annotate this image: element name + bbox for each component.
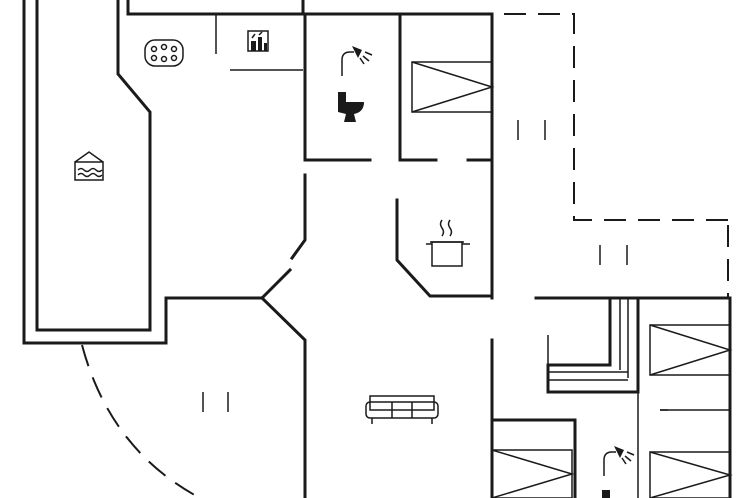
terrace-edge-top — [504, 13, 730, 221]
bed-icon — [649, 324, 733, 376]
bed-icon — [649, 451, 733, 498]
right-wing-stair-inner — [548, 298, 629, 381]
shower-icon — [602, 446, 635, 498]
whirlpool-icon — [144, 39, 184, 67]
walls — [22, 0, 732, 498]
swimming-pool-icon — [74, 151, 104, 181]
cooking-pot-icon — [426, 219, 470, 267]
pool-room-wall — [35, 0, 152, 332]
sofa-icon — [365, 395, 439, 424]
spa-room-wall — [126, 0, 305, 16]
living-room-wall — [259, 295, 307, 498]
right-wing-top — [534, 296, 732, 498]
bed-icon — [491, 449, 575, 498]
outer-wall-left — [22, 0, 264, 345]
bed-icon — [411, 61, 495, 113]
bathroom-top-wall — [303, 12, 494, 162]
shower-icon — [341, 46, 373, 76]
central-wall-upper — [289, 12, 307, 261]
right-wing-stair — [546, 296, 640, 394]
toilet-icon — [338, 92, 364, 122]
terrace-arc — [81, 344, 201, 498]
living-room-corner — [259, 267, 293, 301]
terrace-marks-right — [517, 120, 628, 265]
dashed-boundaries — [81, 13, 730, 498]
outer-wall-top — [301, 12, 494, 300]
right-wing-inner-wall — [547, 335, 730, 498]
spa-room-top-inner — [215, 14, 303, 71]
kitchen-counter — [395, 198, 494, 298]
terrace-marks-left — [202, 392, 668, 412]
sauna-icon — [247, 30, 269, 52]
